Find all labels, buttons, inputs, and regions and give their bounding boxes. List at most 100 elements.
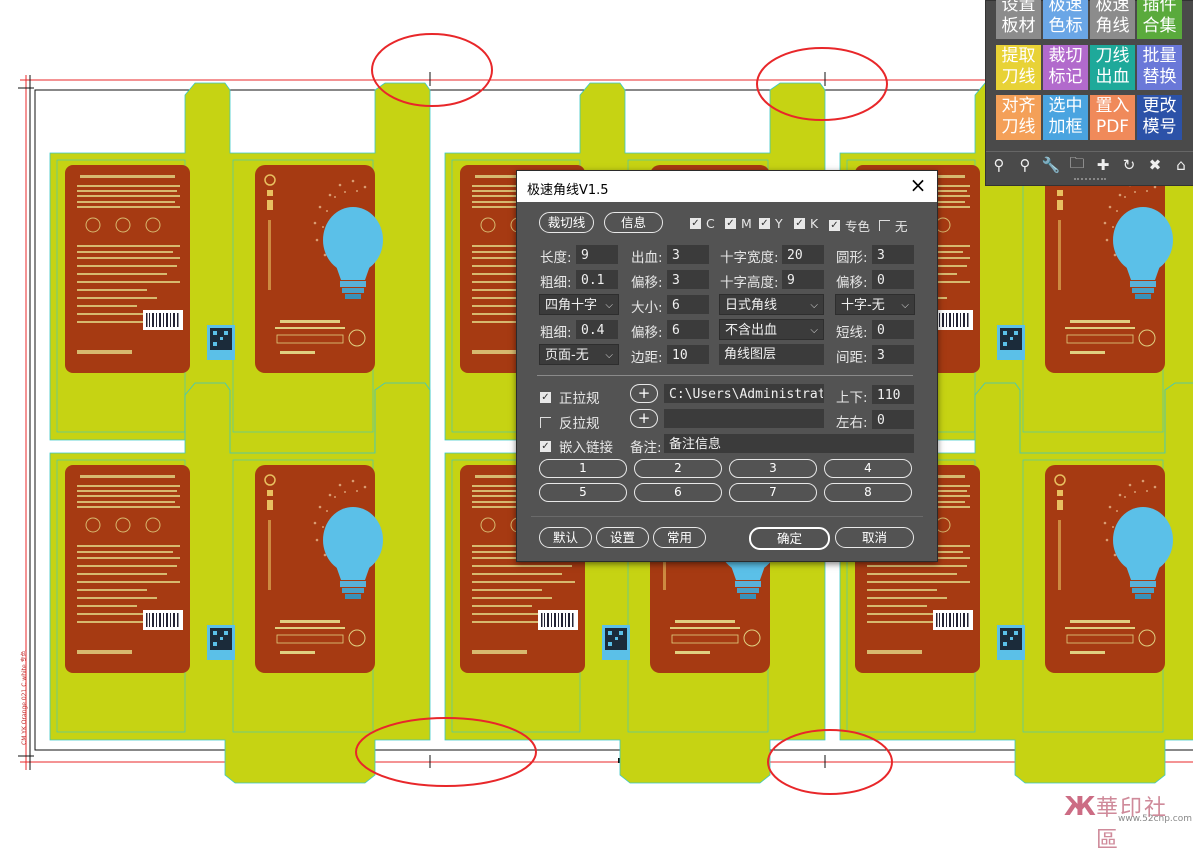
preset-button-5[interactable]: 5 (539, 483, 627, 502)
checkbox-icon: ✓ (540, 440, 551, 452)
palette-tile-1[interactable]: 极速色标 (1043, 0, 1088, 39)
add-front-button[interactable]: + (630, 384, 658, 403)
preset-button-4[interactable]: 4 (824, 459, 912, 478)
back-path-field[interactable] (664, 409, 824, 428)
refresh-icon[interactable]: ↻ (1122, 156, 1136, 174)
tile-line2: 刀线 (1001, 117, 1036, 137)
preset-button-3[interactable]: 3 (729, 459, 817, 478)
bleed-select[interactable]: 不含出血⌵ (719, 319, 824, 340)
channel-checkbox-2[interactable]: ✓Y (759, 216, 783, 231)
palette-tile-5[interactable]: 裁切标记 (1043, 45, 1088, 90)
channel-checkbox-5[interactable]: 无 (879, 216, 908, 235)
wrench-icon[interactable]: 🔧 (1041, 156, 1061, 174)
offset3-label: 偏移: (631, 325, 663, 341)
preset-button-6[interactable]: 6 (634, 483, 722, 502)
offset3-field[interactable]: 6 (667, 320, 709, 339)
layer-field[interactable]: 角线图层 (719, 344, 824, 365)
close-icon[interactable]: ✖ (1148, 156, 1162, 174)
preset-button-2[interactable]: 2 (634, 459, 722, 478)
settings-button[interactable]: 设置 (596, 527, 649, 548)
bleed-field[interactable]: 3 (667, 245, 709, 264)
tile-line1: 置入 (1095, 96, 1130, 116)
palette-tile-11[interactable]: 更改模号 (1137, 95, 1182, 140)
checkbox-icon: ✓ (829, 220, 840, 231)
tile-line2: 标记 (1048, 67, 1083, 87)
cancel-button[interactable]: 取消 (835, 527, 914, 548)
palette-tile-9[interactable]: 选中加框 (1043, 95, 1088, 140)
palette-tile-6[interactable]: 刀线出血 (1090, 45, 1135, 90)
tile-line1: 裁切 (1048, 46, 1083, 66)
dialog-titlebar[interactable]: 极速角线V1.5 × (517, 171, 937, 202)
back-pull-checkbox[interactable]: 反拉规 (540, 412, 600, 432)
separator (537, 375, 913, 376)
watermark: Ж 華印社區 www.52cnp.com (1060, 790, 1192, 853)
folder-icon[interactable]: 🗀 (1069, 153, 1085, 172)
palette-tile-4[interactable]: 提取刀线 (996, 45, 1041, 90)
default-button[interactable]: 默认 (539, 527, 592, 548)
circle-field[interactable]: 3 (872, 245, 914, 264)
margin-field[interactable]: 10 (667, 345, 709, 364)
size-field[interactable]: 6 (667, 295, 709, 314)
spacing-field[interactable]: 3 (872, 345, 914, 364)
corner-marks-dialog: 极速角线V1.5 × 裁切线 信息 ✓C✓M✓Y✓K✓专色无 长度: 9 出血:… (516, 170, 938, 562)
artwork-canvas[interactable]: CM YK Orange 021 C white 专色 (0, 0, 1193, 828)
offset-field[interactable]: 3 (667, 270, 709, 289)
common-button[interactable]: 常用 (653, 527, 706, 548)
search-icon[interactable]: ⚲ (993, 156, 1005, 174)
front-path-field[interactable]: C:\Users\Administrator (664, 384, 824, 403)
tile-line1: 刀线 (1095, 46, 1130, 66)
checkbox-icon: ✓ (759, 218, 770, 229)
channel-checkbox-3[interactable]: ✓K (794, 216, 818, 231)
cross-height-label: 十字高度: (720, 275, 779, 291)
length-field[interactable]: 9 (576, 245, 618, 264)
updown-field[interactable]: 110 (872, 385, 914, 404)
preset-button-8[interactable]: 8 (824, 483, 912, 502)
chevron-down-icon: ⌵ (810, 300, 818, 311)
embed-link-checkbox[interactable]: ✓嵌入链接 (540, 440, 613, 456)
add-back-button[interactable]: + (630, 409, 658, 428)
thick-field[interactable]: 0.1 (576, 270, 618, 289)
channel-checkbox-0[interactable]: ✓C (690, 216, 715, 231)
tile-line2: 刀线 (1001, 67, 1036, 87)
front-pull-checkbox[interactable]: ✓正拉规 (540, 391, 600, 407)
channel-label: C (706, 216, 715, 231)
palette-tile-0[interactable]: 设置板材 (996, 0, 1041, 39)
cross-width-field[interactable]: 20 (782, 245, 824, 264)
preset-button-7[interactable]: 7 (729, 483, 817, 502)
cross-height-field[interactable]: 9 (782, 270, 824, 289)
corner-type-select[interactable]: 四角十字⌵ (539, 294, 619, 315)
info-button[interactable]: 信息 (604, 212, 663, 233)
circle-label: 圆形: (836, 250, 868, 266)
cross-select[interactable]: 十字-无⌵ (835, 294, 915, 315)
offset2-field[interactable]: 0 (872, 270, 914, 289)
mark-style-select[interactable]: 日式角线⌵ (719, 294, 824, 315)
palette-tile-2[interactable]: 极速角线 (1090, 0, 1135, 39)
leftright-field[interactable]: 0 (872, 410, 914, 429)
channel-checkbox-4[interactable]: ✓专色 (829, 216, 870, 235)
channel-checkbox-1[interactable]: ✓M (725, 216, 752, 231)
tile-line1: 极速 (1095, 0, 1130, 15)
palette-tile-8[interactable]: 对齐刀线 (996, 95, 1041, 140)
checkbox-icon: ✓ (690, 218, 701, 229)
cut-line-button[interactable]: 裁切线 (539, 212, 594, 233)
short-label: 短线: (836, 325, 868, 341)
channel-label: M (741, 216, 752, 231)
ok-button[interactable]: 确定 (749, 527, 830, 550)
page-select[interactable]: 页面-无⌵ (539, 344, 619, 365)
close-icon[interactable]: × (909, 173, 927, 197)
palette-grip[interactable] (1074, 178, 1106, 184)
dialog-title: 极速角线V1.5 (527, 183, 609, 198)
chevron-down-icon: ⌵ (605, 300, 613, 311)
home-icon[interactable]: ⌂ (1176, 156, 1186, 174)
thick2-field[interactable]: 0.4 (576, 320, 618, 339)
note-field[interactable]: 备注信息 (664, 434, 914, 453)
spacing-label: 间距: (836, 350, 868, 366)
user-search-icon[interactable]: ⚲ (1019, 156, 1031, 174)
palette-tile-7[interactable]: 批量替换 (1137, 45, 1182, 90)
length-label: 长度: (540, 250, 572, 266)
short-field[interactable]: 0 (872, 320, 914, 339)
preset-button-1[interactable]: 1 (539, 459, 627, 478)
plus-icon[interactable]: ✚ (1096, 156, 1110, 174)
palette-tile-3[interactable]: 插件合集 (1137, 0, 1182, 39)
